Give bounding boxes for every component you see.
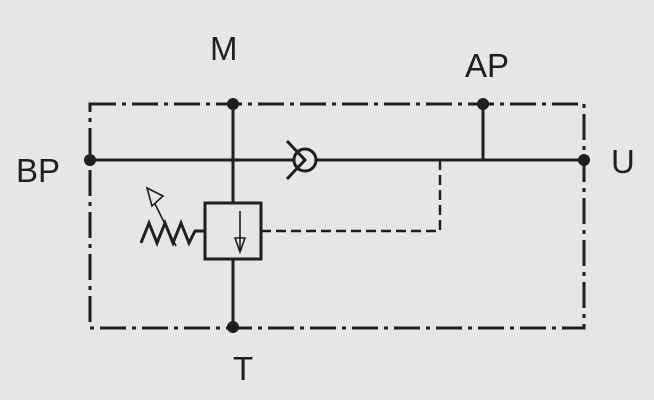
pilot-line: [261, 160, 442, 233]
port-label-ap: AP: [465, 47, 509, 84]
component-boundary: [88, 102, 586, 330]
node-m: [227, 98, 239, 110]
node-bp: [84, 154, 96, 166]
port-label-t: T: [233, 350, 253, 387]
port-label-u: U: [611, 143, 635, 180]
port-label-bp: BP: [16, 152, 60, 189]
adjustable-spring: [139, 186, 205, 248]
node-t: [227, 321, 239, 333]
node-ap: [477, 98, 489, 110]
relief-valve: [203, 201, 263, 261]
check-valve: [285, 139, 318, 181]
node-u: [578, 154, 590, 166]
port-label-m: M: [210, 30, 238, 67]
